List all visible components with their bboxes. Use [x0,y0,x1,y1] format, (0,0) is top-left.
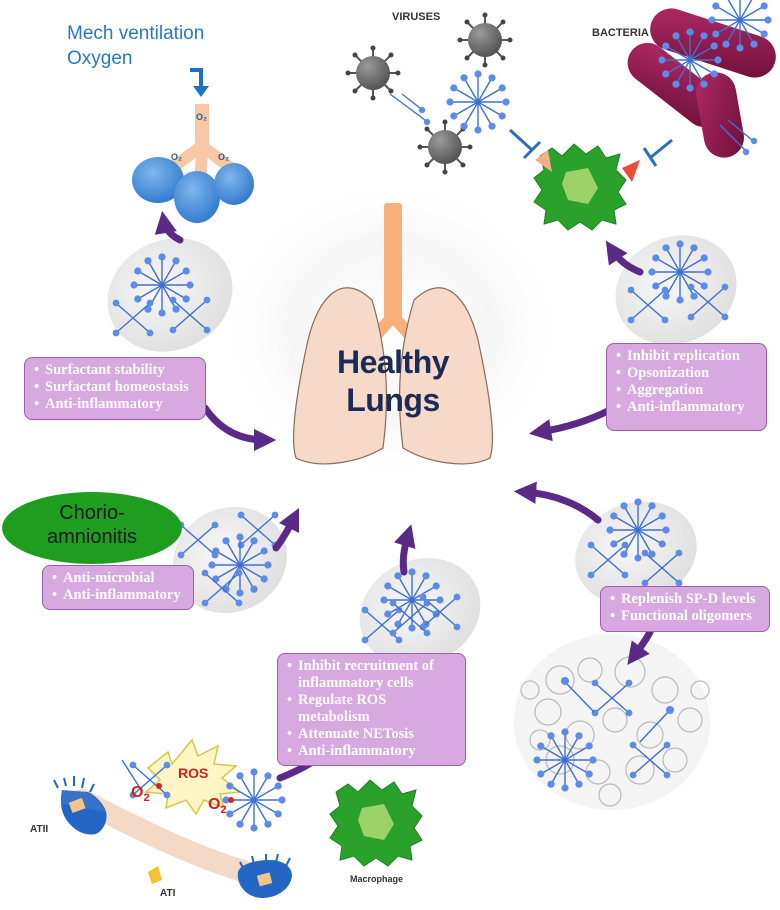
lungs-illustration [293,203,493,465]
box-item: Surfactant stability [34,362,197,379]
arrow-pathogens-to-lungs [528,406,614,442]
macrophage-bottom-illustration [329,779,423,867]
lung-tissue-illustration [514,634,710,810]
macrophage-label: Macrophage [350,874,404,884]
arrow-chorio-to-lungs [272,507,300,552]
box-item: Attenuate NETosis [287,726,457,743]
arrow-inhibit-to-lungs [394,524,416,576]
antimicrobial-box: Anti-microbial Anti-inflammatory [42,565,194,610]
oxygen-airway-illustration [132,68,254,223]
spd-oval-bottom-center [359,558,481,666]
bacteria-illustration [627,0,776,158]
inhibit-marker-viruses [508,128,542,160]
box-item: Anti-inflammatory [34,396,197,413]
o2-red-label-2: O2 [208,796,227,817]
replenish-box: Replenish SP-D levels Functional oligome… [600,586,770,632]
atii-label: ATII [30,824,49,835]
chorio-oval [2,492,182,564]
viruses-label: VIRUSES [392,11,441,23]
box-item: Inhibit replication [616,348,758,365]
oxygen-label: Oxygen [67,48,133,69]
o2-red-label-1: O2 [131,784,150,805]
box-item: Anti-inflammatory [287,743,457,760]
box-item: Opsonization [616,365,758,382]
box-item: Regulate ROS [287,692,457,709]
box-item: Aggregation [616,382,758,399]
arrow-surfactant-to-lungs [201,404,277,452]
o2-label-right: O₂ [218,152,229,162]
box-item-continued: inflammatory cells [298,675,414,691]
bacteria-label: BACTERIA [592,27,649,39]
inhibit-recruitment-box: Inhibit recruitment of inflammatory cell… [277,653,466,766]
arrow-to-macrophage [605,240,644,276]
box-item: Anti-inflammatory [616,399,758,416]
box-item: Anti-inflammatory [52,587,185,604]
inhibit-marker-bacteria [642,138,673,167]
healthy-lungs-title: Healthy Lungs [336,344,450,418]
spd-oval-right-lower [575,497,697,605]
pathogen-box: Inhibit replication Opsonization Aggrega… [606,343,767,431]
spd-trimers-near-ros [121,759,172,800]
macrophage-top-illustration [533,143,640,231]
surfactant-box: Surfactant stability Surfactant homeosta… [24,357,206,420]
viruses-illustration [344,11,514,176]
ros-label: ROS [178,765,209,781]
spd-oval-left [173,506,287,614]
arrow-replenish-to-lungs [513,481,602,524]
o2-label-top: O₂ [196,112,207,122]
reactive-oxygen-dots [156,783,234,803]
alveolar-cells-illustration [50,776,292,898]
arrow-to-oxygen [154,210,184,244]
chorioamnionitis-label: Chorio- amnionitis [46,502,138,548]
box-item: Inhibit recruitment of [287,658,457,675]
box-item-continued: metabolism [298,709,370,725]
spd-oval-top-left [107,238,233,352]
spd-oval-right [615,235,737,345]
o2-label-left: O₂ [171,152,182,162]
box-item: Anti-microbial [52,570,185,587]
box-item: Surfactant homeostasis [34,379,197,396]
box-item: Replenish SP-D levels [610,591,761,608]
arrow-to-tissue [627,628,654,665]
ati-label: ATI [160,888,176,899]
box-item: Functional oligomers [610,608,761,625]
mech-ventilation-label: Mech ventilation [67,23,205,44]
